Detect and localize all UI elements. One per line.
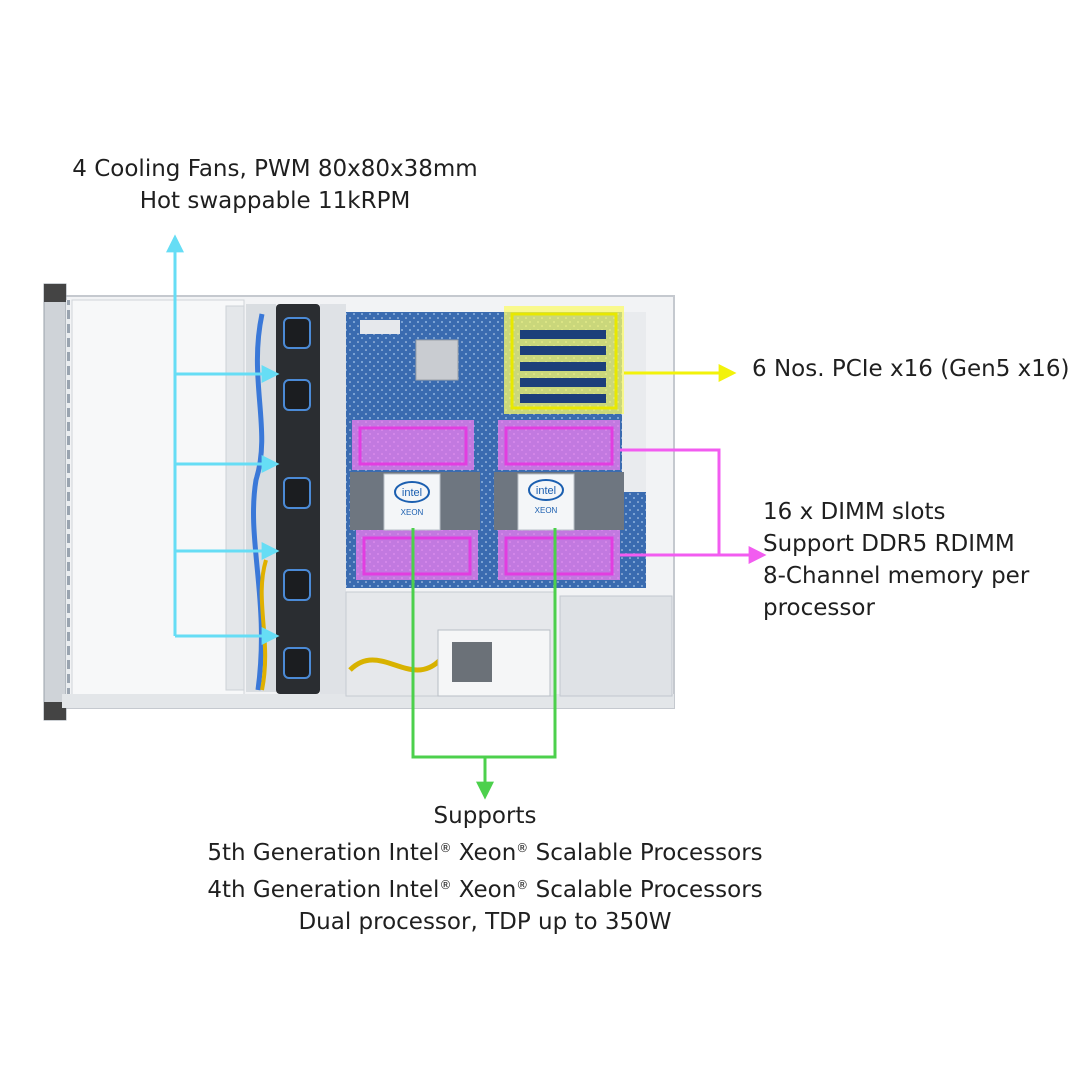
dimm-slots — [352, 420, 620, 580]
dimm-callout-arrows — [620, 448, 767, 564]
fan-module — [283, 317, 311, 679]
cpu-callout-line-4: Dual processor, TDP up to 350W — [298, 909, 672, 935]
cpu-2: intel XEON — [494, 472, 624, 531]
pcie-slots — [504, 306, 624, 414]
svg-text:XEON: XEON — [401, 508, 424, 517]
fan-callout-label: 4 Cooling Fans, PWM 80x80x38mm Hot swapp… — [30, 153, 520, 217]
svg-text:XEON: XEON — [535, 506, 558, 515]
fan-callout-arrows — [166, 234, 280, 645]
fan-callout-line-1: 4 Cooling Fans, PWM 80x80x38mm — [72, 156, 478, 182]
dimm-callout-line-1: 16 x DIMM slots — [763, 499, 946, 525]
dimm-callout-line-4: processor — [763, 595, 875, 621]
power-supply — [345, 591, 673, 697]
cpu-callout-line-3: 4th Generation Intel® Xeon® Scalable Pro… — [207, 877, 763, 903]
svg-text:intel: intel — [402, 487, 422, 499]
fan-callout-line-2: Hot swappable 11kRPM — [139, 188, 411, 214]
dimm-callout-line-2: Support DDR5 RDIMM — [763, 531, 1015, 557]
cpu-1: intel XEON — [350, 472, 480, 531]
cpu-callout-arrows — [411, 528, 557, 800]
dimm-callout-label: 16 x DIMM slots Support DDR5 RDIMM 8-Cha… — [763, 496, 1029, 624]
cpu-callout-line-2: 5th Generation Intel® Xeon® Scalable Pro… — [207, 840, 763, 866]
cpu-callout-line-1: Supports — [433, 803, 537, 829]
cpu-callout-label: Supports 5th Generation Intel® Xeon® Sca… — [190, 800, 780, 938]
pcie-callout-label: 6 Nos. PCIe x16 (Gen5 x16) — [752, 356, 1070, 382]
dimm-callout-line-3: 8-Channel memory per — [763, 563, 1030, 589]
svg-text:intel: intel — [536, 485, 556, 497]
